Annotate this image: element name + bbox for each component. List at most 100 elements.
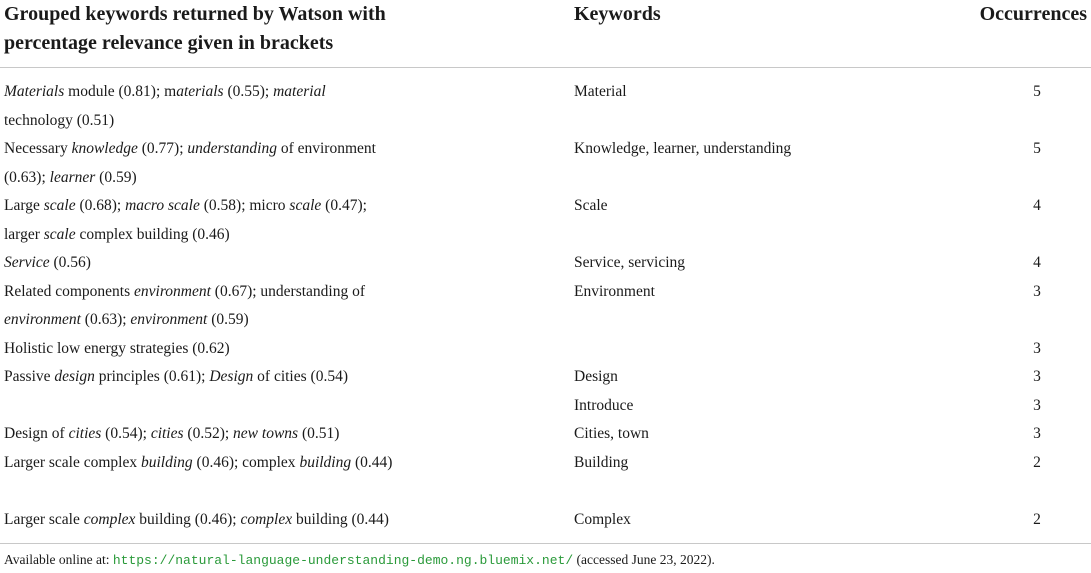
cell-keywords: Introduce [574, 396, 634, 414]
keyword-emphasis: environment [4, 311, 81, 328]
table-row: Introduce 3 [0, 392, 1091, 421]
keyword-emphasis: understanding [187, 140, 277, 157]
keyword-emphasis: complex [83, 510, 136, 528]
keyword-text: Holistic low energy strategies (0.62) [4, 339, 230, 357]
keyword-text: (0.44) [351, 453, 393, 471]
keyword-emphasis: aterials [176, 83, 224, 100]
header-divider [0, 67, 1091, 68]
cell-grouped-keywords: Larger scale complex building (0.46); co… [4, 506, 394, 535]
keyword-emphasis: scale [289, 197, 322, 214]
keyword-emphasis: complex [240, 510, 293, 528]
keyword-text: building (0.46); [135, 510, 241, 528]
table-row: Larger scale complex building (0.46); co… [0, 449, 1091, 506]
table-row: Materials module (0.81); materials (0.55… [0, 78, 1091, 135]
cell-keywords: Design [574, 368, 618, 385]
keyword-text: of environment (0.63); [4, 140, 376, 186]
keyword-text: (0.54); [101, 425, 151, 442]
cell-occurrences: 2 [1033, 510, 1041, 528]
header-grouped-keywords-line2: percentage relevance given in brackets [4, 32, 334, 54]
keyword-text: (0.46); complex [192, 453, 300, 471]
cell-occurrences: 3 [1033, 368, 1041, 385]
table-body: Materials module (0.81); materials (0.55… [0, 78, 1091, 534]
footnote-link[interactable]: https://natural-language-understanding-d… [112, 553, 574, 568]
keyword-emphasis: cities [68, 425, 102, 442]
table-row: Large scale (0.68); macro scale (0.58); … [0, 192, 1091, 249]
cell-occurrences: 3 [1033, 396, 1041, 414]
keyword-text: module (0.81); m [64, 83, 177, 100]
cell-keywords: Scale [574, 197, 608, 214]
keyword-text: (0.68); [75, 197, 126, 214]
keyword-text: (0.58); micro [199, 197, 290, 214]
header-grouped-keywords: Grouped keywords returned by Watson with… [4, 0, 524, 58]
keyword-text: Larger scale [4, 510, 84, 528]
keyword-text: (0.52); [183, 425, 234, 442]
keyword-emphasis: environment [130, 311, 208, 328]
keyword-text: (0.47); larger [4, 197, 367, 243]
keyword-text: (0.51) [298, 425, 340, 442]
table-header: Grouped keywords returned by Watson with… [0, 0, 1091, 68]
cell-grouped-keywords: Large scale (0.68); macro scale (0.58); … [4, 192, 394, 249]
keyword-text: (0.67); understanding of [210, 282, 366, 300]
keyword-text: (0.77); [137, 140, 188, 157]
table-row: Larger scale complex building (0.46); co… [0, 506, 1091, 535]
keyword-emphasis: Design [209, 368, 254, 385]
keyword-text: (0.63); [80, 311, 131, 328]
table-row: Related components environment (0.67); u… [0, 278, 1091, 335]
keyword-text: (0.59) [207, 311, 249, 328]
cell-grouped-keywords: Necessary knowledge (0.77); understandin… [4, 135, 394, 192]
table-footnote: Available online at: https://natural-lan… [4, 550, 715, 571]
cell-occurrences: 3 [1033, 425, 1041, 442]
keyword-text: (0.56) [49, 254, 91, 271]
keyword-text: technology (0.51) [4, 111, 115, 129]
keyword-emphasis: material [273, 83, 326, 100]
cell-occurrences: 4 [1033, 197, 1041, 214]
keyword-text: Passive [4, 368, 55, 385]
keyword-emphasis: macro scale [125, 197, 200, 214]
cell-keywords: Building [574, 453, 629, 471]
keyword-emphasis: learner [49, 168, 96, 186]
keyword-emphasis: cities [150, 425, 184, 442]
cell-grouped-keywords: Design of cities (0.54); cities (0.52); … [4, 420, 394, 449]
keyword-text: Necessary [4, 140, 72, 157]
cell-occurrences: 5 [1033, 140, 1041, 157]
keyword-emphasis: scale [43, 225, 76, 243]
keyword-emphasis: scale [43, 197, 76, 214]
cell-occurrences: 2 [1033, 453, 1041, 471]
keyword-emphasis: environment [134, 282, 211, 300]
keyword-text: complex building (0.46) [75, 225, 230, 243]
keyword-emphasis: Materials [4, 83, 65, 100]
cell-keywords: Knowledge, learner, understanding [574, 140, 792, 157]
header-occurrences: Occurrences [979, 3, 1087, 25]
table-row: Holistic low energy strategies (0.62) 3 [0, 335, 1091, 364]
keyword-emphasis: knowledge [71, 140, 138, 157]
table-row: Passive design principles (0.61); Design… [0, 363, 1091, 392]
cell-occurrences: 3 [1033, 339, 1041, 357]
keyword-text: Design of [4, 425, 69, 442]
cell-grouped-keywords: Related components environment (0.67); u… [4, 278, 394, 335]
footnote-prefix: Available online at: [4, 552, 113, 567]
cell-grouped-keywords: Holistic low energy strategies (0.62) [4, 335, 394, 364]
keyword-text: (0.59) [95, 168, 137, 186]
cell-grouped-keywords: Passive design principles (0.61); Design… [4, 363, 394, 392]
cell-occurrences: 3 [1033, 282, 1041, 300]
keyword-text: building (0.44) [292, 510, 389, 528]
keyword-emphasis: Service [4, 254, 50, 271]
keyword-emphasis: design [54, 368, 95, 385]
keyword-text: of cities (0.54) [253, 368, 348, 385]
keyword-text: Larger scale complex [4, 453, 141, 471]
footer-divider [0, 543, 1091, 544]
header-keywords: Keywords [574, 3, 661, 25]
keyword-text: Related components [4, 282, 134, 300]
cell-keywords: Complex [574, 510, 631, 528]
cell-keywords: Service, servicing [574, 254, 686, 271]
table-row: Design of cities (0.54); cities (0.52); … [0, 420, 1091, 449]
table-row: Necessary knowledge (0.77); understandin… [0, 135, 1091, 192]
cell-keywords: Environment [574, 282, 655, 300]
keyword-emphasis: building [299, 453, 352, 471]
keyword-emphasis: building [141, 453, 193, 471]
footnote-suffix: (accessed June 23, 2022). [573, 552, 715, 567]
cell-keywords: Material [574, 83, 627, 100]
cell-grouped-keywords: Larger scale complex building (0.46); co… [4, 449, 394, 478]
